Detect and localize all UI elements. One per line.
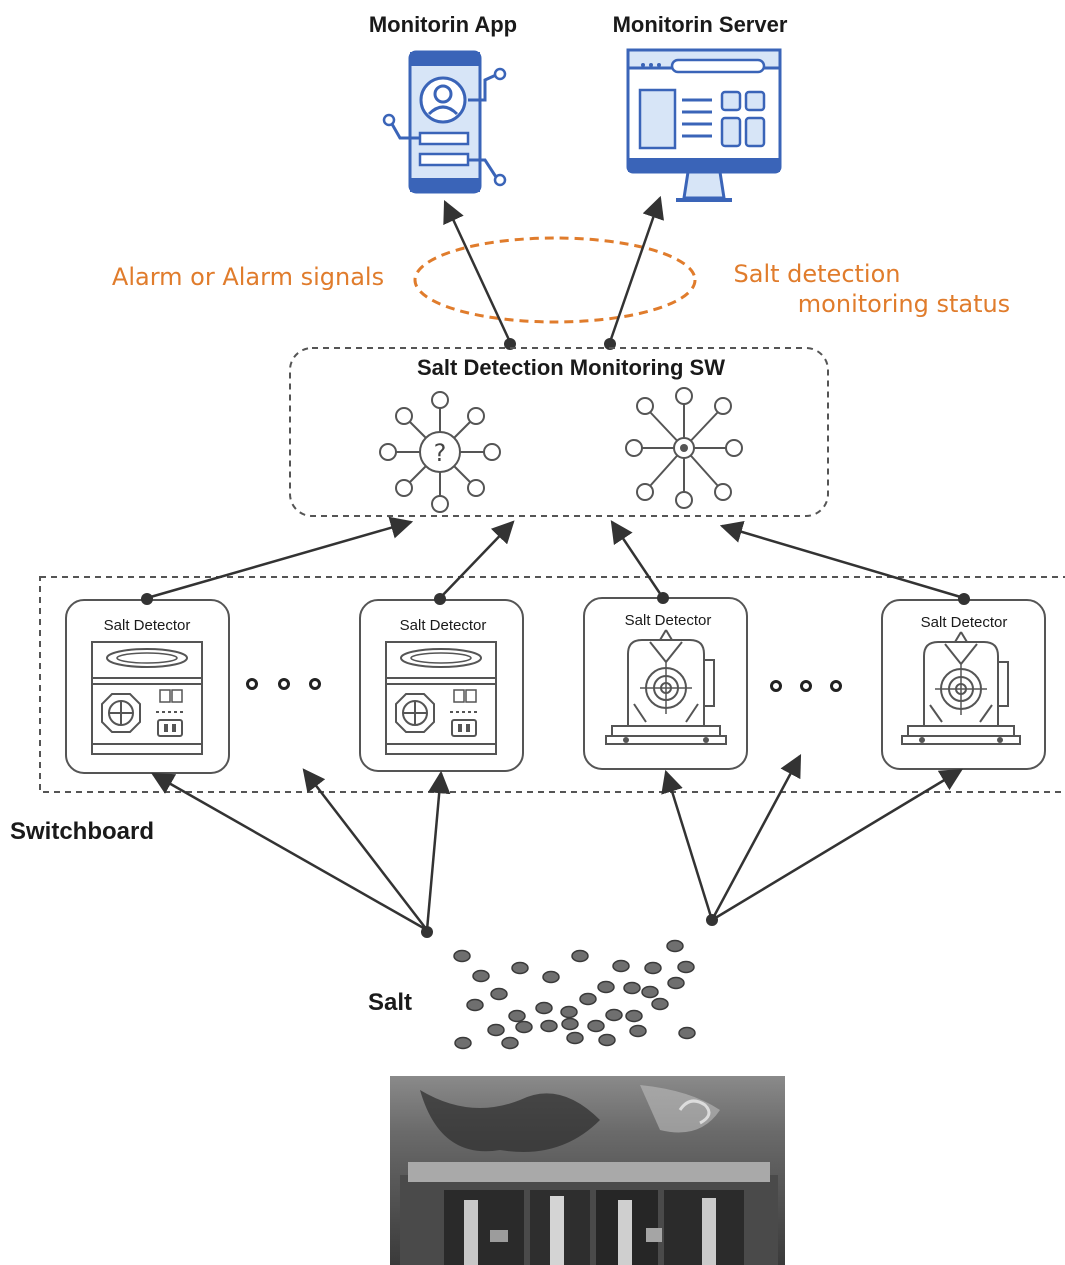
arrow-detector2-to-sw [439, 520, 515, 599]
alarm-signals-label: Alarm or Alarm signals [112, 263, 384, 291]
connector-dot [421, 926, 433, 938]
power-supply-icon [385, 641, 497, 755]
ellipsis-dots-right [770, 680, 842, 692]
arrow-detector1-to-sw [146, 516, 414, 600]
salt-detector-4: Salt Detector [881, 599, 1046, 770]
salt-detector-2: Salt Detector [359, 599, 524, 772]
status-label-line1: Salt detection [734, 260, 901, 288]
salt-particles [453, 939, 696, 1050]
arrow-salt-to-detector1 [151, 772, 428, 932]
software-title: Salt Detection Monitoring SW [417, 355, 725, 380]
arrow-to-app [443, 199, 512, 343]
question-glyph: ? [434, 439, 447, 467]
arrow-to-server [608, 195, 664, 343]
software-box [289, 347, 829, 517]
network-question-icon: ? [379, 391, 501, 513]
arrow-salt-to-detector4 [711, 768, 963, 922]
monitor-server-icon [626, 48, 782, 202]
monitoring-server-label: Monitorin Server [613, 12, 788, 37]
connector-dot [434, 593, 446, 605]
arrow-salt-to-detector3 [661, 769, 714, 921]
detector-label: Salt Detector [400, 617, 487, 634]
connector-dot [706, 914, 718, 926]
salt-detector-1: Salt Detector [65, 599, 230, 774]
connector-dot [958, 593, 970, 605]
switchboard-photo [390, 1076, 785, 1265]
salt-label: Salt [368, 989, 412, 1016]
connector-dot [141, 593, 153, 605]
phone-app-icon [382, 50, 507, 194]
connector-dot [657, 592, 669, 604]
sensor-device-icon [605, 629, 727, 745]
monitoring-app-label: Monitorin App [369, 12, 517, 37]
signal-ellipse [413, 236, 697, 324]
salt-detector-3: Salt Detector [583, 597, 748, 770]
detector-label: Salt Detector [921, 614, 1008, 631]
arrow-salt-to-gap-left [302, 768, 428, 931]
power-supply-icon [91, 641, 203, 755]
sensor-device-icon [901, 631, 1021, 745]
arrow-detector4-to-sw [719, 520, 965, 600]
arrow-salt-to-detector2 [425, 770, 451, 931]
ellipsis-dots-left [246, 678, 321, 690]
arrow-salt-to-gap-right [710, 754, 802, 921]
switchboard-label: Switchboard [10, 818, 154, 845]
network-hub-icon [625, 387, 743, 509]
detector-label: Salt Detector [104, 617, 191, 634]
switchboard-box [39, 576, 1065, 793]
arrow-detector3-to-sw [610, 520, 665, 599]
status-label-line2: monitoring status [798, 290, 1010, 318]
detector-label: Salt Detector [625, 612, 712, 629]
